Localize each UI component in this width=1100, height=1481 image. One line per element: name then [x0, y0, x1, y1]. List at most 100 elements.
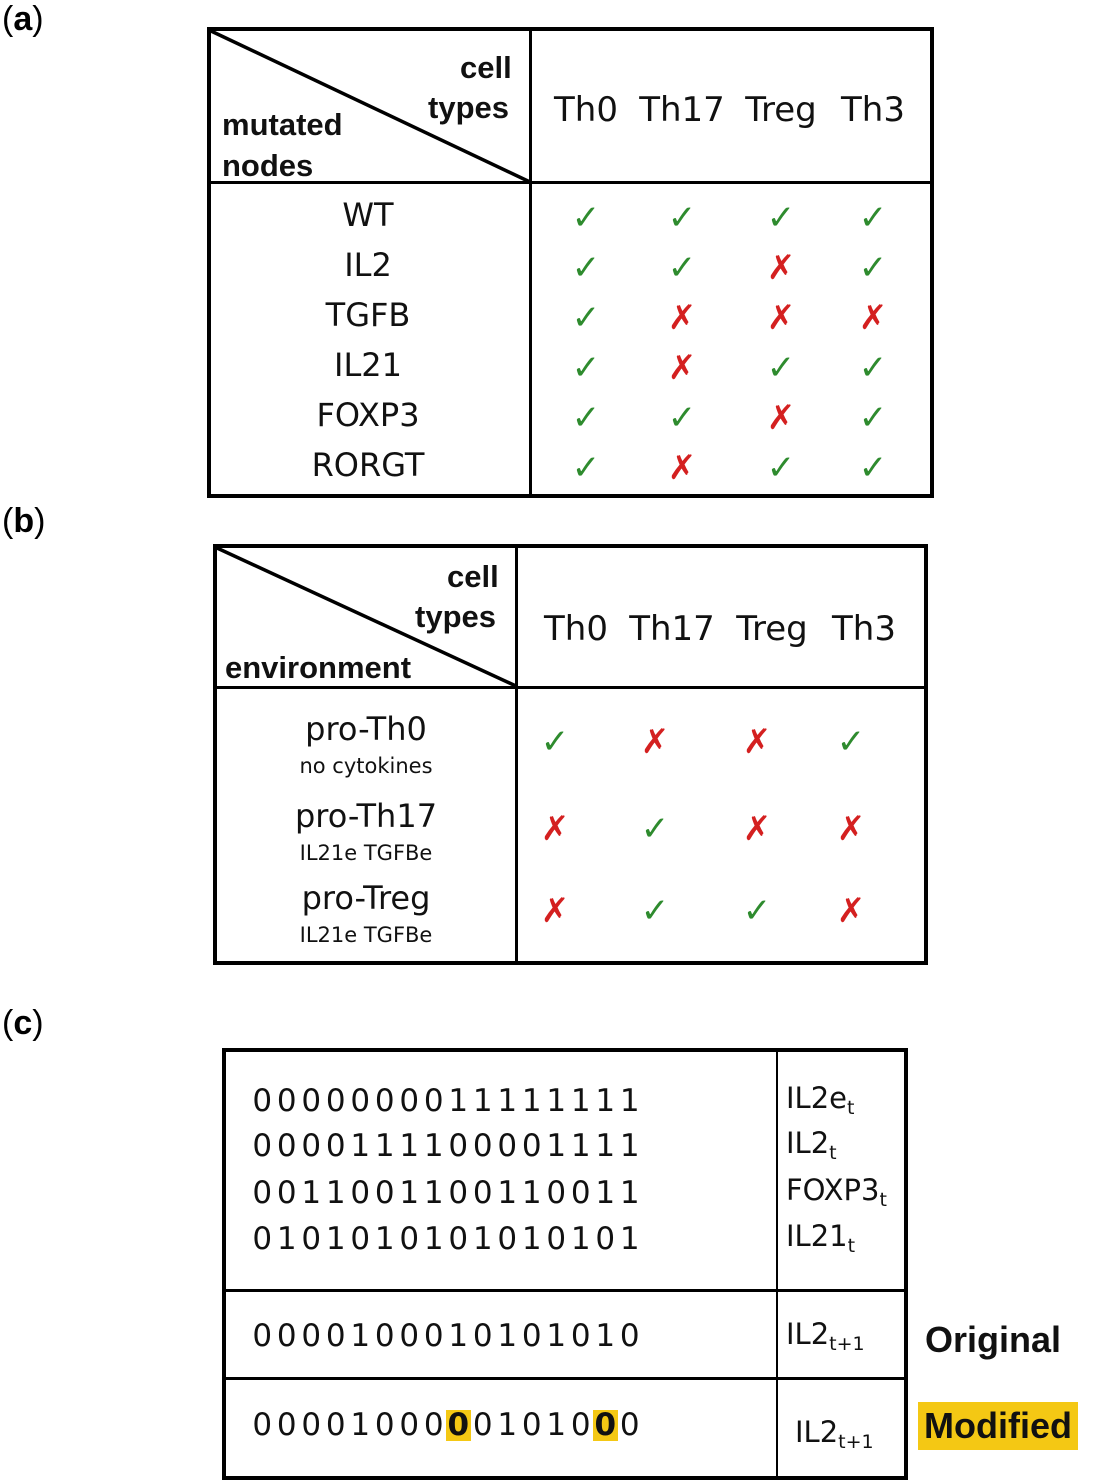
- bit: 0: [252, 1221, 273, 1257]
- bit: 0: [472, 1318, 493, 1354]
- bit: 0: [301, 1128, 322, 1164]
- bit: 1: [619, 1175, 640, 1211]
- panel-a-row-label: TGFB: [325, 296, 411, 334]
- bit: 1: [423, 1175, 444, 1211]
- panel-a-col-th17: Th17: [639, 90, 725, 130]
- bit: 0: [448, 1221, 469, 1257]
- input-variable-label: IL2et: [786, 1084, 854, 1118]
- check-mark-icon: ✓: [667, 398, 697, 438]
- bit: 0: [497, 1221, 518, 1257]
- bit: 0: [448, 1175, 469, 1211]
- check-mark-icon: ✓: [766, 448, 796, 488]
- bit: 0: [325, 1318, 346, 1354]
- check-mark-icon: ✓: [667, 248, 697, 288]
- panel-b-row-sublabel: IL21e TGFBe: [299, 841, 433, 865]
- bit: 1: [399, 1175, 420, 1211]
- variable-subscript: t: [829, 1142, 837, 1164]
- check-mark-icon: ✓: [836, 722, 866, 762]
- bit: 1: [619, 1083, 640, 1119]
- bit: 0: [570, 1407, 591, 1443]
- bit: 1: [374, 1128, 395, 1164]
- check-mark-icon: ✓: [858, 198, 888, 238]
- bit: 1: [472, 1083, 493, 1119]
- panel-a-corner-types: types: [428, 90, 509, 125]
- cross-mark-icon: ✗: [766, 298, 796, 338]
- panel-a-corner-nodes: nodes: [222, 148, 314, 183]
- bit: 0: [570, 1318, 591, 1354]
- bit: 1: [276, 1221, 297, 1257]
- bit: 0: [325, 1407, 346, 1443]
- panel-a-label: (a): [2, 0, 44, 38]
- bit: 0: [301, 1221, 322, 1257]
- bit: 0: [472, 1128, 493, 1164]
- cross-mark-icon: ✗: [667, 448, 697, 488]
- modified-tag: Modified: [918, 1402, 1078, 1450]
- bit: 0: [276, 1318, 297, 1354]
- bit: 0: [521, 1128, 542, 1164]
- panel-a-col-th0: Th0: [554, 90, 618, 130]
- bit: 1: [546, 1407, 567, 1443]
- bit: 1: [423, 1221, 444, 1257]
- panel-a-col-treg: Treg: [745, 90, 817, 130]
- bit: 0: [350, 1175, 371, 1211]
- bit: 0: [423, 1083, 444, 1119]
- panel-b-col-th0: Th0: [544, 609, 608, 649]
- check-mark-icon: ✓: [571, 298, 601, 338]
- variable-name: IL2: [786, 1317, 830, 1351]
- bit: 1: [325, 1175, 346, 1211]
- panel-a-corner-diagonal: [210, 29, 531, 184]
- bit: 0: [423, 1407, 444, 1443]
- variable-subscript: t+1: [838, 1431, 874, 1453]
- panel-a-col-th3: Th3: [841, 90, 905, 130]
- cross-mark-icon: ✗: [540, 809, 570, 849]
- panel-a-row-label: IL2: [344, 246, 392, 284]
- check-mark-icon: ✓: [858, 448, 888, 488]
- check-mark-icon: ✓: [766, 198, 796, 238]
- panel-c-column-divider: [776, 1050, 778, 1478]
- bit: 0: [423, 1318, 444, 1354]
- panel-b-corner-cell: cell: [447, 559, 499, 594]
- bit: 1: [546, 1083, 567, 1119]
- bit: 0: [570, 1175, 591, 1211]
- check-mark-icon: ✓: [571, 198, 601, 238]
- cross-mark-icon: ✗: [766, 248, 796, 288]
- variable-subscript: t: [847, 1097, 855, 1119]
- bit: 0: [399, 1407, 420, 1443]
- check-mark-icon: ✓: [766, 348, 796, 388]
- panel-b-corner-diagonal: [216, 546, 517, 688]
- bit: 1: [570, 1221, 591, 1257]
- bit: 0: [399, 1221, 420, 1257]
- bit: 1: [448, 1318, 469, 1354]
- bit: 0: [595, 1221, 616, 1257]
- bit: 0: [472, 1175, 493, 1211]
- panel-b-col-th17: Th17: [629, 609, 715, 649]
- panel-c-divider-1: [222, 1289, 908, 1292]
- bit: 0: [350, 1221, 371, 1257]
- panel-b-col-th3: Th3: [832, 609, 896, 649]
- bit: 0: [350, 1083, 371, 1119]
- cross-mark-icon: ✗: [836, 891, 866, 931]
- panel-b-row-label: pro-Th0: [305, 710, 427, 748]
- variable-subscript: t: [879, 1189, 887, 1211]
- bit: 1: [619, 1128, 640, 1164]
- bit: 1: [497, 1175, 518, 1211]
- input-variable-label: FOXP3t: [786, 1176, 887, 1210]
- cross-mark-icon: ✗: [640, 722, 670, 762]
- panel-a-corner-mutated: mutated: [222, 107, 343, 142]
- bit: 1: [570, 1083, 591, 1119]
- bit: 0: [301, 1318, 322, 1354]
- check-mark-icon: ✓: [667, 198, 697, 238]
- panel-a-row-label: IL21: [334, 346, 402, 384]
- highlighted-bit: 0: [593, 1407, 618, 1443]
- bit: 0: [276, 1175, 297, 1211]
- bit: 1: [497, 1407, 518, 1443]
- modified-output-label: IL2t+1: [795, 1418, 874, 1452]
- panel-b-row-sublabel: IL21e TGFBe: [299, 923, 433, 947]
- bit: 0: [546, 1175, 567, 1211]
- check-mark-icon: ✓: [540, 722, 570, 762]
- panel-a-column-divider: [529, 27, 532, 498]
